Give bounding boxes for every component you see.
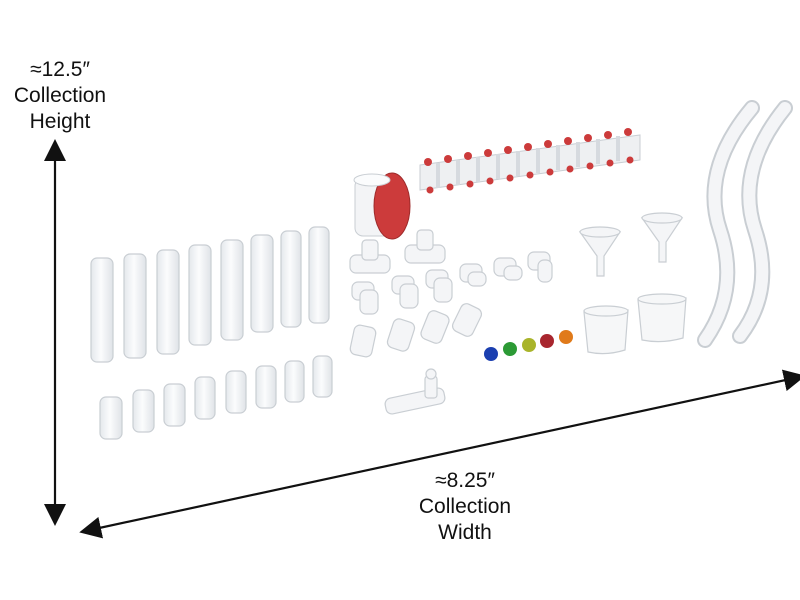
height-value: ≈12.5″ — [30, 58, 90, 81]
funnel — [578, 231, 622, 277]
angled-fitting — [386, 318, 416, 352]
elbow-fitting — [351, 281, 379, 315]
short-tube — [284, 360, 305, 403]
elbow-fitting — [527, 251, 553, 283]
paddle-chain — [419, 128, 641, 194]
funnels — [578, 212, 684, 277]
flexible-tubes — [697, 100, 793, 348]
width-arrow — [79, 369, 800, 539]
short-tube — [194, 376, 216, 420]
green-ball — [503, 342, 517, 356]
funnel — [640, 217, 684, 263]
width-label: ≈8.25″ Collection Width — [405, 468, 525, 546]
short-tube — [132, 389, 155, 433]
water-wheel — [353, 172, 411, 240]
long-tube — [308, 226, 330, 324]
tee-fitting — [404, 229, 446, 264]
long-tube — [123, 253, 147, 359]
tee-fitting — [349, 239, 391, 274]
height-label: ≈12.5″ Collection Height — [2, 57, 118, 135]
long-tube — [250, 234, 274, 333]
yellow-ball — [522, 338, 536, 352]
width-value: ≈8.25″ — [435, 469, 495, 492]
short-tube — [99, 396, 123, 440]
short-tube — [163, 383, 186, 427]
marble-balls — [484, 330, 573, 361]
long-tubes — [90, 226, 330, 363]
elbow-fitting — [459, 263, 487, 287]
measuring-cups — [583, 293, 687, 355]
width-line1: Collection — [418, 495, 512, 518]
angled-fitting — [349, 324, 377, 358]
elbow-fitting — [425, 269, 453, 303]
height-line1: Collection — [13, 84, 107, 107]
elbow-fitting — [391, 275, 419, 309]
cup — [583, 309, 629, 355]
cup — [637, 297, 687, 343]
pipe-fittings — [349, 229, 553, 358]
angled-fitting — [451, 303, 483, 337]
width-line2: Width — [438, 521, 492, 544]
height-line2: Height — [29, 110, 91, 133]
red-ball — [540, 334, 554, 348]
long-tube — [280, 230, 302, 328]
spigot — [384, 368, 446, 415]
orange-ball — [559, 330, 573, 344]
long-tube — [156, 249, 180, 355]
short-tube — [255, 365, 277, 409]
angled-fitting — [420, 310, 450, 344]
short-tube — [225, 370, 247, 414]
blue-ball — [484, 347, 498, 361]
long-tube — [188, 244, 212, 346]
long-tube — [90, 257, 114, 363]
long-tube — [220, 239, 244, 341]
elbow-fitting — [493, 257, 523, 281]
short-tube — [312, 355, 333, 398]
short-tubes — [99, 355, 333, 440]
